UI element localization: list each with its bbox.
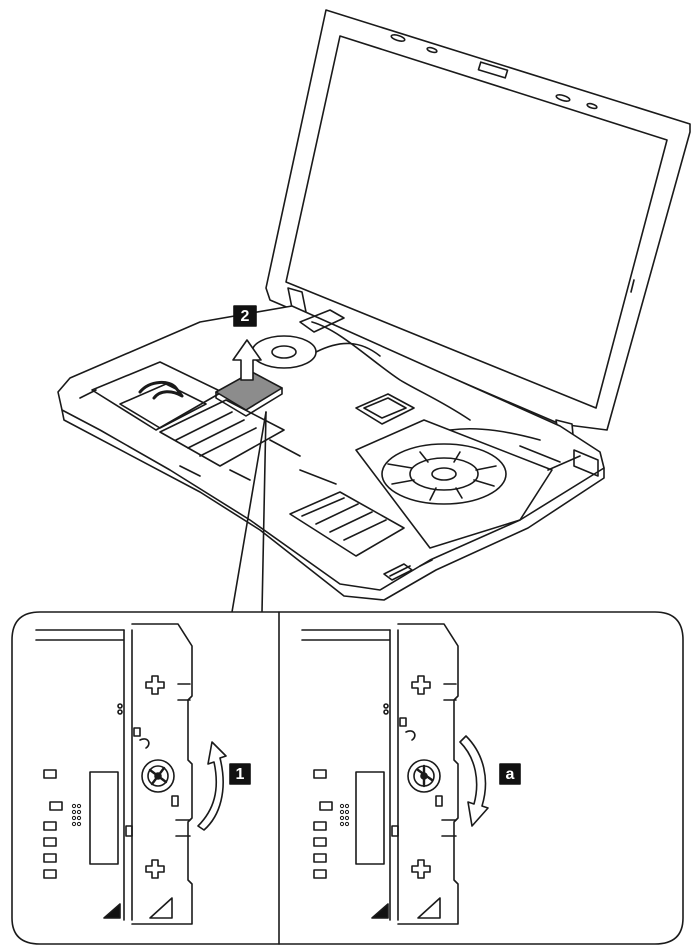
bezel-latch-far: [586, 102, 598, 110]
callout-step-1: 1: [229, 763, 251, 785]
display-screen: [285, 35, 668, 409]
right-chip-5: [313, 853, 327, 863]
bezel-latch-right: [555, 94, 571, 102]
right-screw-bottom: [411, 859, 431, 879]
right-rotate-arrow: [459, 735, 489, 827]
left-dot-grid: [71, 803, 82, 827]
fan-hub: [271, 345, 297, 359]
detail-frame: [11, 611, 684, 945]
right-board-edge: [441, 683, 457, 837]
right-small-rect: [399, 717, 407, 727]
right-chip-6: [313, 869, 327, 879]
left-small-rect: [133, 727, 141, 737]
keyboard-bezel-plate: [355, 419, 553, 549]
left-chip-1: [43, 769, 57, 779]
right-cam-tab: [435, 795, 443, 807]
right-board: [397, 623, 459, 925]
wlan-card-inner: [363, 397, 407, 419]
right-clip: [405, 730, 416, 741]
left-mark-b: [117, 709, 123, 715]
plate-spokes: [387, 451, 497, 501]
heat-pipe: [315, 342, 381, 357]
callout-1-box: [229, 763, 251, 785]
connector-block: [299, 309, 345, 333]
antenna-cable: [311, 321, 471, 421]
side-memory-bay: [289, 491, 405, 557]
left-chip-3: [43, 821, 57, 831]
bezel-side-mark: [630, 279, 635, 293]
round-plate: [381, 443, 507, 505]
right-ports: [573, 449, 599, 477]
left-screw-top: [145, 675, 165, 695]
left-triangle-filled: [103, 903, 121, 919]
drive-bay-curve: [138, 381, 184, 400]
left-tray-bracket: [35, 629, 133, 921]
left-clip: [139, 738, 150, 749]
bezel-latch-left: [390, 34, 406, 42]
right-label-area: [355, 771, 385, 865]
right-small-rect-2: [391, 825, 399, 837]
right-chip-3: [313, 821, 327, 831]
right-lock-cam-hub: [420, 772, 428, 780]
callout-a-box: [499, 763, 521, 785]
left-board-edge: [175, 683, 191, 837]
side-memory-lines: [301, 497, 387, 541]
base-front-edge: [61, 409, 605, 601]
round-plate-center: [431, 467, 457, 481]
callout-a-label: a: [506, 766, 515, 783]
right-triangle-filled: [371, 903, 389, 919]
callout-2-box: [233, 305, 257, 327]
left-cam-tab: [171, 795, 179, 807]
left-chip-6: [43, 869, 57, 879]
right-mark-a: [383, 703, 389, 709]
left-chip-2: [49, 801, 63, 811]
detail-leader-left: [231, 411, 267, 613]
drive-bay-inner: [119, 383, 207, 429]
right-chip-4: [313, 837, 327, 847]
left-chip-5: [43, 853, 57, 863]
board-slots: [175, 411, 257, 457]
board-area-left: [159, 399, 285, 467]
callout-2-label: 2: [241, 308, 250, 325]
left-mark-a: [117, 703, 123, 709]
laptop-illustration: [57, 9, 691, 601]
left-chip-4: [43, 837, 57, 847]
misc-chassis-lines: [79, 389, 581, 577]
right-mark-b: [383, 709, 389, 715]
detail-panel-left: [35, 623, 227, 925]
bezel-latch-mid: [426, 46, 438, 54]
left-board: [131, 623, 193, 925]
right-tray-bracket: [301, 629, 399, 921]
right-dot-grid: [339, 803, 350, 827]
display-lid-outline: [265, 9, 691, 431]
left-label-area: [89, 771, 119, 865]
detail-leader-right: [261, 411, 267, 613]
antenna-cable-2: [449, 427, 541, 441]
right-triangle-outline: [417, 897, 441, 919]
detail-panel-right: [301, 623, 489, 925]
left-triangle-outline: [149, 897, 173, 919]
left-lock-cam-ring: [147, 765, 169, 787]
left-small-rect-2: [125, 825, 133, 837]
round-plate-inner: [409, 457, 479, 491]
callout-1-label: 1: [236, 766, 245, 783]
left-lock-cam-hub: [154, 772, 162, 780]
camera-housing: [477, 61, 509, 79]
callout-step-2: 2: [233, 305, 257, 327]
left-screw-bottom: [145, 859, 165, 879]
wlan-card: [355, 393, 415, 425]
left-rotate-arrow: [197, 741, 227, 831]
lift-arrow: [232, 339, 262, 381]
removed-card-edge: [215, 387, 283, 417]
callout-step-a: a: [499, 763, 521, 785]
front-ports: [383, 563, 413, 581]
right-screw-top: [411, 675, 431, 695]
right-chip-1: [313, 769, 327, 779]
right-chip-2: [319, 801, 333, 811]
